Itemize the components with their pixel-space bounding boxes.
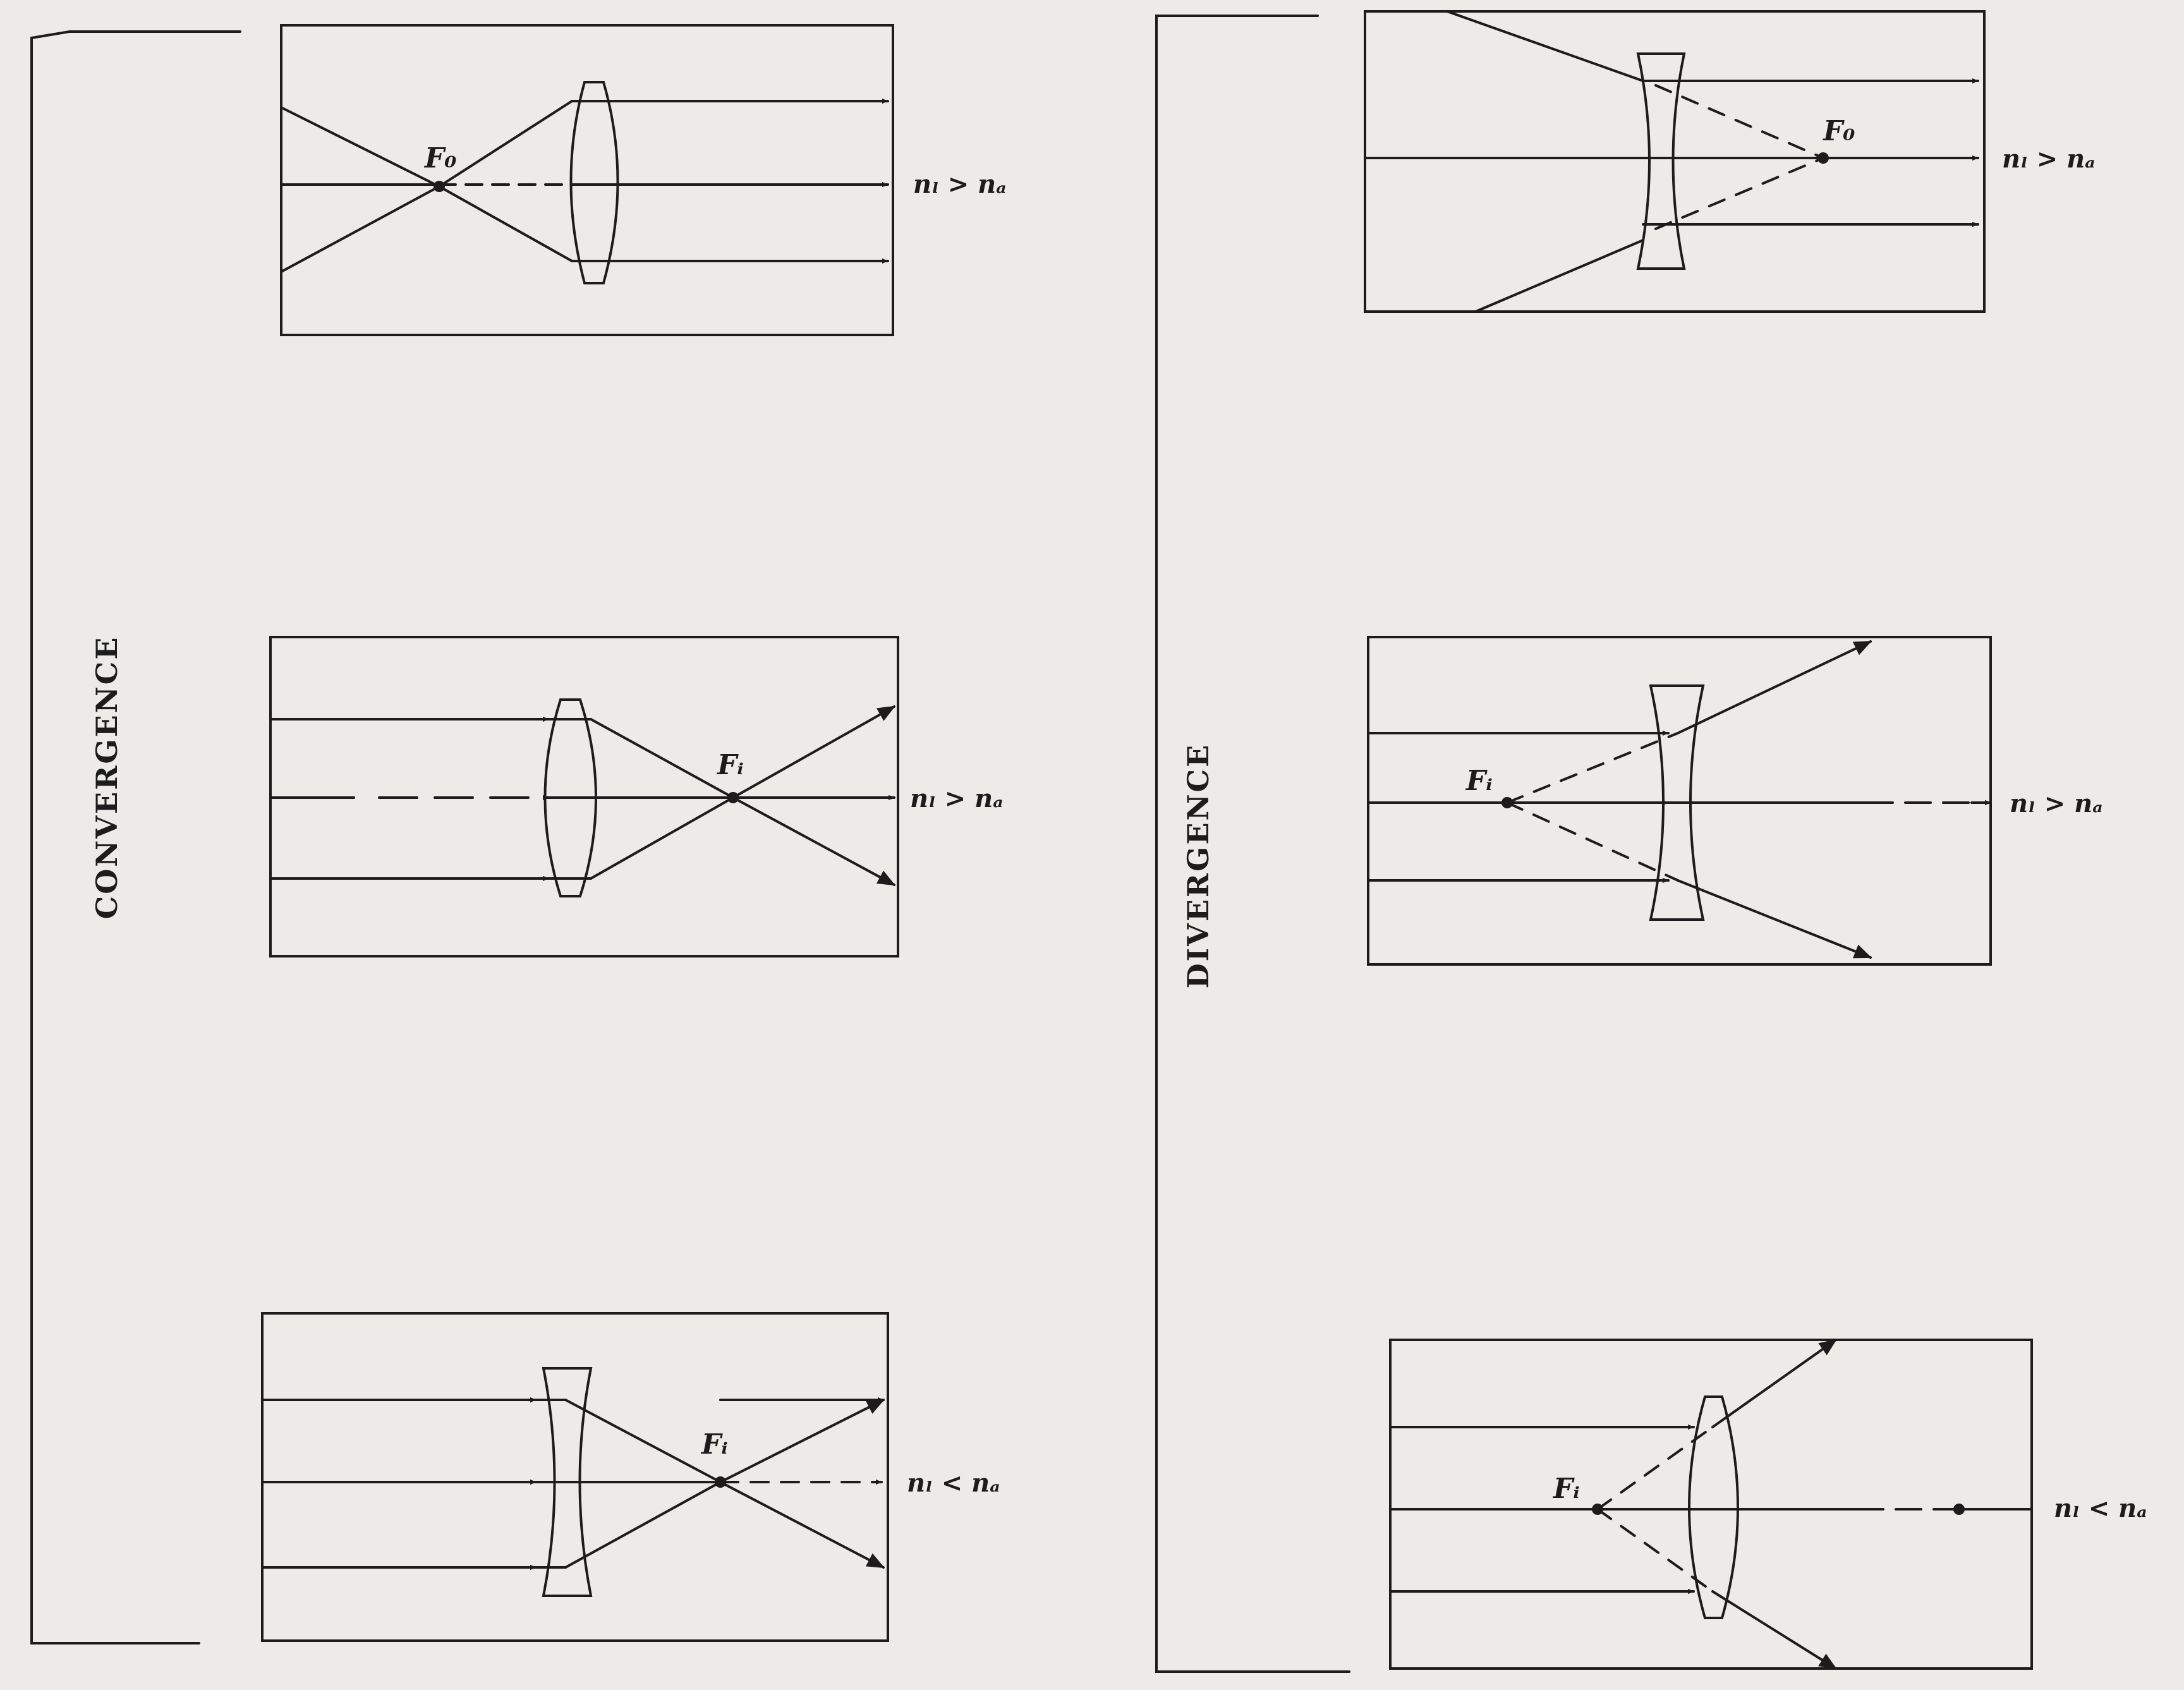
panel-3-focus-dot — [715, 1476, 726, 1488]
panel-6-axis-dot — [1953, 1504, 1965, 1515]
panel-2-focus-label: Fᵢ — [716, 749, 744, 781]
panel-1 — [280, 24, 894, 336]
panel-6-virtual-top — [1596, 1426, 1714, 1511]
panel-1-focus-label: F₀ — [423, 142, 457, 174]
panel-2-conv-top — [590, 718, 734, 799]
panel-5-focus-label: Fᵢ — [1465, 765, 1493, 797]
convergence-bracket — [30, 30, 241, 1644]
panel-5 — [1367, 636, 1992, 966]
panel-3-lens — [542, 1367, 593, 1597]
panel-6-lens — [1688, 1395, 1739, 1619]
panel-2-conv-bottom — [590, 796, 734, 880]
panel-3-focus-label: Fᵢ — [700, 1428, 728, 1461]
panel-3-frame — [261, 1312, 889, 1642]
convergence-title: CONVERGENCE — [90, 636, 124, 920]
panel-2-div-bottom — [732, 796, 896, 886]
panel-6-focus-label: Fᵢ — [1552, 1473, 1580, 1505]
panel-2-div-top — [732, 705, 896, 799]
panel-6-div-bottom — [1711, 1590, 1837, 1670]
panel-5-div-top — [1677, 640, 1872, 734]
panel-2-focus-dot — [727, 792, 739, 803]
panel-1-lens — [569, 81, 619, 284]
panel-4 — [1364, 10, 1986, 313]
panel-6 — [1389, 1339, 2033, 1670]
panel-1-focus-dot — [434, 181, 445, 192]
panel-3-condition: nₗ < nₐ — [907, 1468, 1000, 1498]
panel-1-frame — [280, 24, 894, 336]
panel-5-condition: nₗ > nₐ — [2010, 789, 2103, 818]
panel-1-ray-in-top — [280, 106, 440, 188]
panel-4-in-top — [1446, 10, 1644, 82]
panel-5-focus-dot — [1502, 797, 1513, 808]
panel-4-in-bottom — [1474, 239, 1644, 313]
divergence-title: DIVERGENCE — [1181, 743, 1215, 988]
panel-4-frame — [1364, 10, 1986, 313]
panel-6-focus-dot — [1592, 1504, 1603, 1515]
panel-1-ray-bottom — [438, 185, 573, 262]
panel-3-top-exit — [719, 1399, 885, 1483]
panel-5-div-bottom — [1677, 879, 1872, 959]
panel-4-condition: nₗ > nₐ — [2002, 144, 2096, 174]
panel-1-condition: nₗ > nₐ — [913, 169, 1007, 199]
panel-2 — [269, 636, 899, 957]
panel-2-condition: nₗ > nₐ — [910, 784, 1004, 813]
panel-3-bottom-exit — [719, 1481, 885, 1569]
panel-6-condition: nₗ < nₐ — [2054, 1493, 2147, 1523]
panel-6-div-top — [1711, 1339, 1837, 1428]
panel-4-lens — [1636, 52, 1686, 270]
panel-1-ray-top — [438, 100, 573, 188]
panel-4-focus-label: F₀ — [1822, 115, 1855, 147]
panel-3-conv-top — [564, 1399, 722, 1483]
panel-5-virtual-bottom — [1506, 801, 1679, 882]
panel-2-lens — [543, 698, 597, 897]
panel-4-virtual-bottom — [1654, 157, 1824, 230]
panel-3 — [261, 1312, 889, 1642]
divergence-bracket — [1155, 15, 1350, 1673]
panel-6-frame — [1389, 1339, 2033, 1670]
panel-4-virtual-top — [1654, 84, 1824, 159]
panel-5-lens — [1649, 684, 1705, 921]
panel-4-focus-dot — [1817, 152, 1829, 164]
panel-5-virtual-top — [1506, 732, 1679, 804]
panel-6-virtual-bottom — [1596, 1508, 1714, 1593]
panel-3-conv-bottom — [564, 1481, 722, 1569]
panel-1-ray-in-bottom — [280, 185, 440, 273]
